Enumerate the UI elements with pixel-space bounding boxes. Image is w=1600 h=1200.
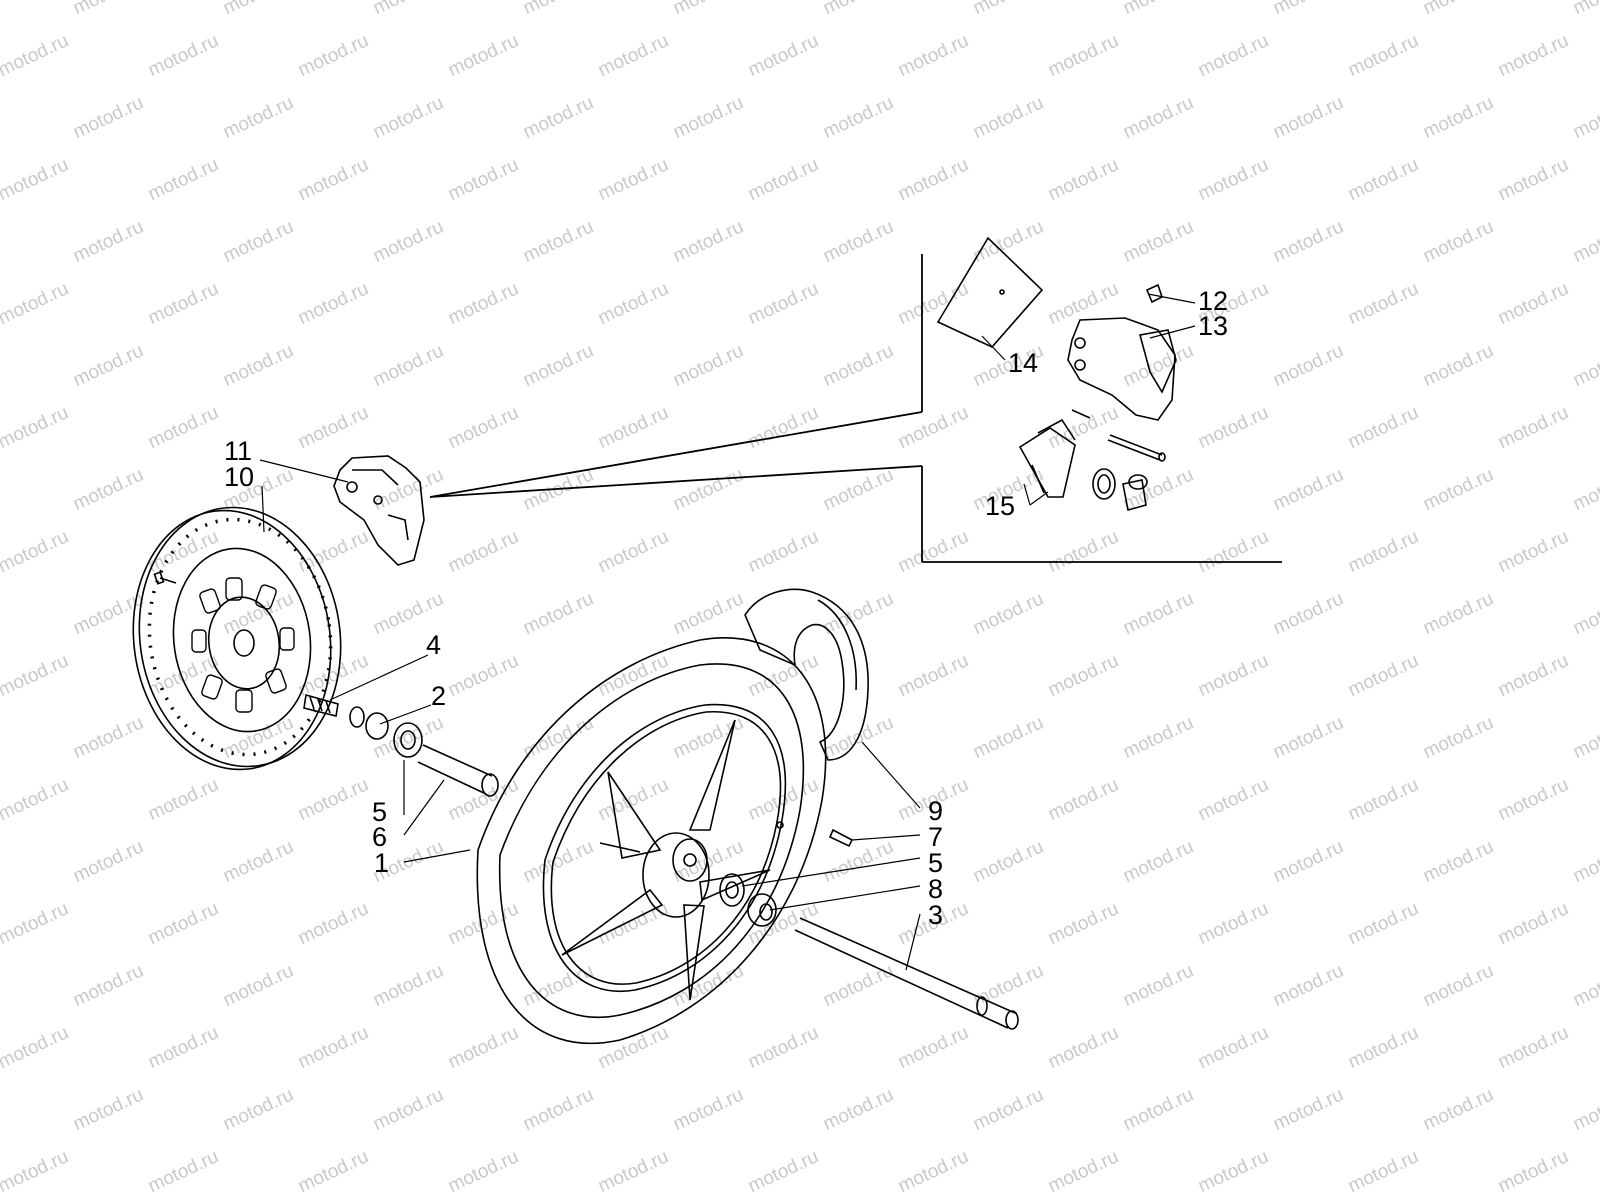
callout-9: 9	[928, 796, 943, 826]
brake-caliper	[333, 455, 425, 566]
callout-13: 13	[1198, 311, 1228, 341]
callout-7: 7	[928, 822, 943, 852]
callout-4: 4	[426, 630, 441, 660]
callout-8: 8	[928, 874, 943, 904]
callout-10: 10	[224, 462, 254, 492]
left-hub-parts	[303, 693, 499, 797]
callout-15: 15	[985, 491, 1015, 521]
callout-3: 3	[928, 900, 943, 930]
callout-12: 12	[1198, 286, 1228, 316]
callout-1: 1	[374, 848, 389, 878]
callout-6: 6	[372, 822, 387, 852]
callout-14: 14	[1008, 348, 1038, 378]
callout-labels: 11 10 4 2 5 6 1 9 7 5 8 3 12 13 14 15	[224, 286, 1228, 930]
callout-5-left: 5	[372, 797, 387, 827]
callout-2: 2	[431, 681, 446, 711]
callout-11: 11	[224, 436, 252, 466]
brake-disc	[132, 506, 342, 771]
inset-parts	[936, 236, 1177, 512]
right-hub-parts	[719, 828, 1019, 1030]
wheel	[476, 637, 827, 1045]
mudguard	[744, 588, 869, 761]
leader-lines	[259, 293, 1196, 971]
inset-frame	[429, 254, 1282, 563]
callout-5-right: 5	[928, 848, 943, 878]
